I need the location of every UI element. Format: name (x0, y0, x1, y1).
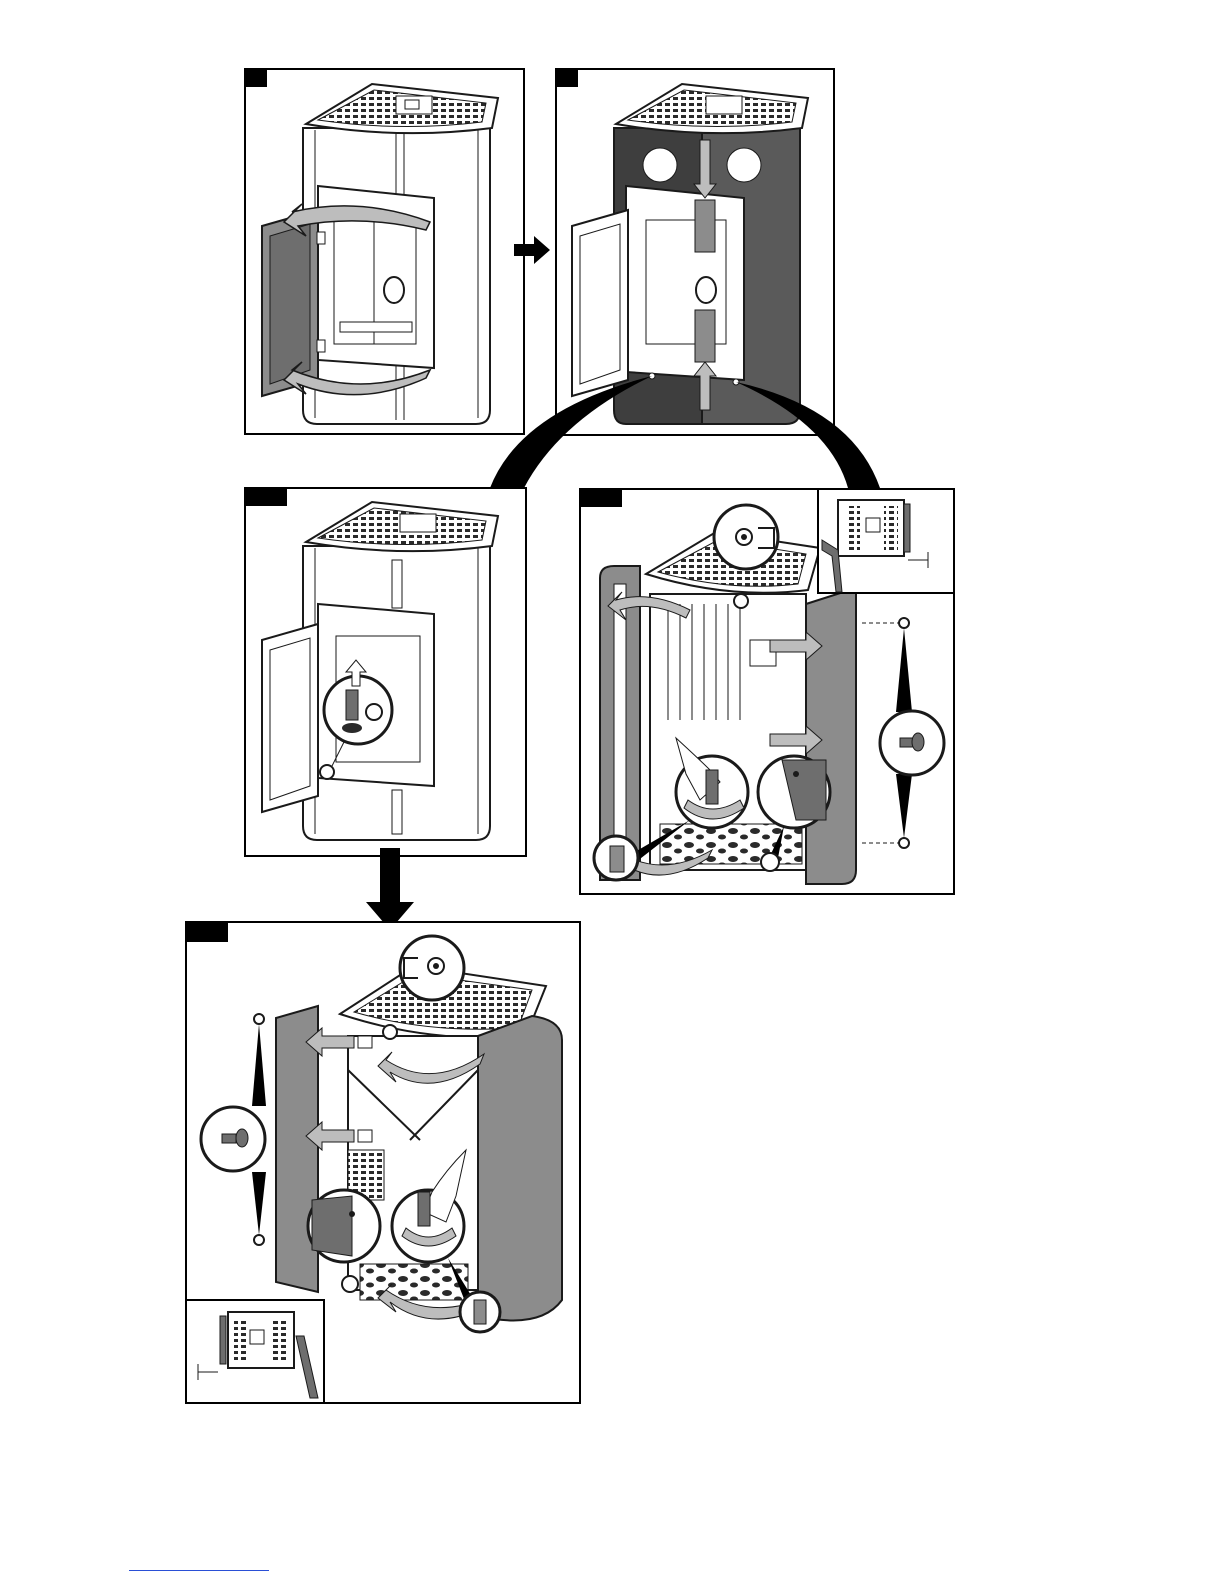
step-1-badge (245, 69, 267, 87)
top-view-inset-icon (818, 489, 954, 593)
step-3-panel (245, 488, 526, 856)
step-4-badge (580, 489, 622, 507)
step-5-badge (186, 922, 228, 942)
step-2-badge (556, 69, 578, 87)
step-3-badge (245, 488, 287, 506)
screw-detail-icon (400, 936, 464, 1000)
screw-detail-icon (714, 505, 778, 569)
footer-link-rule (129, 1570, 269, 1571)
step-2-panel (556, 69, 834, 435)
hinge-detail-icon (758, 756, 830, 828)
hinge-detail-icon (308, 1190, 380, 1262)
step-1-panel (245, 69, 524, 434)
top-view-inset-icon (186, 1300, 324, 1403)
next-step-arrow-icon (366, 848, 414, 930)
